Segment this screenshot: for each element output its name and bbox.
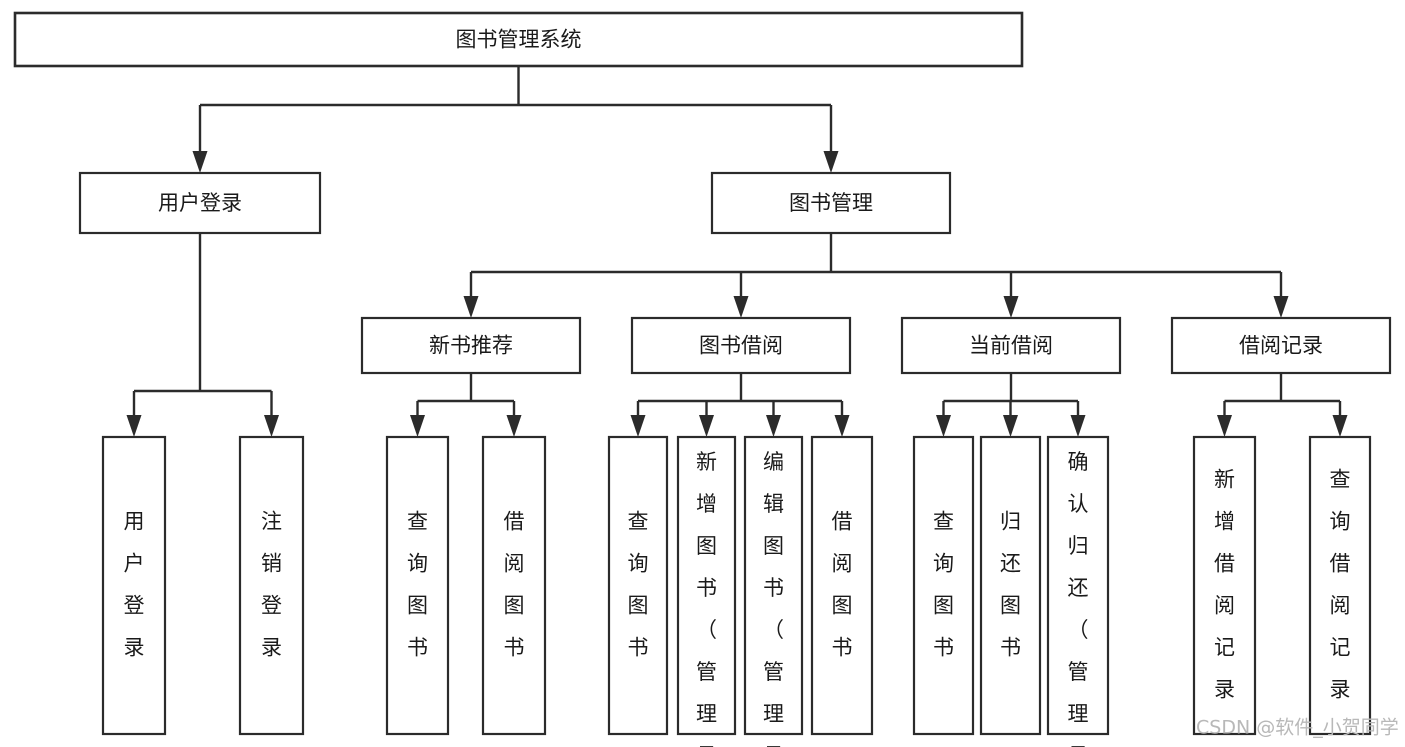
edge-arrowhead <box>410 415 425 437</box>
node-box[interactable] <box>900 316 1122 375</box>
edge-arrowhead <box>823 151 839 173</box>
edge-arrowhead <box>264 415 279 437</box>
node-newbook[interactable]: 新书推荐 <box>360 316 582 375</box>
edge-arrowhead <box>1332 415 1348 437</box>
edge-arrowhead <box>1003 415 1018 437</box>
node-label: 查询借阅记录 <box>1330 468 1351 702</box>
node-label: 查询图书 <box>933 510 954 660</box>
node-label: 当前借阅 <box>969 334 1053 358</box>
edge-arrowhead <box>192 151 208 173</box>
edge-arrowhead <box>463 296 479 318</box>
node-box[interactable] <box>78 171 322 235</box>
node-leaf-10[interactable]: 归还图书 <box>979 435 1042 736</box>
node-box[interactable] <box>13 11 1024 68</box>
node-leaf-2[interactable]: 注销登录 <box>238 435 305 736</box>
node-box[interactable] <box>385 435 450 736</box>
node-label: 注销登录 <box>261 510 282 660</box>
node-box[interactable] <box>360 316 582 375</box>
node-label: 图书管理系统 <box>456 28 582 52</box>
edge-arrowhead <box>834 415 850 437</box>
node-label: 借阅记录 <box>1239 334 1323 358</box>
node-label: 归还图书 <box>1000 510 1021 660</box>
node-box[interactable] <box>710 171 952 235</box>
node-label: 新增借阅记录 <box>1214 468 1235 702</box>
node-box[interactable] <box>481 435 547 736</box>
node-label: 图书管理 <box>789 191 873 215</box>
node-root[interactable]: 图书管理系统 <box>13 11 1024 68</box>
node-leaf-5[interactable]: 查询图书 <box>607 435 669 736</box>
node-leaf-12[interactable]: 新增借阅记录 <box>1192 435 1257 736</box>
node-box[interactable] <box>676 435 737 736</box>
edge-arrowhead <box>936 415 951 437</box>
edge-arrowhead <box>126 415 142 437</box>
node-box[interactable] <box>1046 435 1110 736</box>
node-box[interactable] <box>1192 435 1257 736</box>
node-box[interactable] <box>979 435 1042 736</box>
node-box[interactable] <box>1308 435 1372 736</box>
edge-arrowhead <box>1217 415 1232 437</box>
node-leaf-3[interactable]: 查询图书 <box>385 435 450 736</box>
edge-arrowhead <box>630 415 646 437</box>
csdn-watermark: CSDN @软件_小贺同学 <box>1196 717 1399 739</box>
edge-arrowhead <box>733 296 749 318</box>
node-leaf-4[interactable]: 借阅图书 <box>481 435 547 736</box>
node-leaf-1[interactable]: 用户登录 <box>101 435 167 736</box>
edge-arrowhead <box>1070 415 1086 437</box>
node-label: 借阅图书 <box>832 510 853 660</box>
node-label: 用户登录 <box>124 510 145 660</box>
node-label: 借阅图书 <box>504 510 525 660</box>
connectors-layer <box>126 66 1348 437</box>
node-leaf-6[interactable]: 新增图书（管理员） <box>676 435 737 747</box>
node-box[interactable] <box>238 435 305 736</box>
node-borrow[interactable]: 图书借阅 <box>630 316 852 375</box>
edge-arrowhead <box>1273 296 1289 318</box>
node-record[interactable]: 借阅记录 <box>1170 316 1392 375</box>
node-label: 确认归还（管理员） <box>1068 450 1089 747</box>
node-box[interactable] <box>607 435 669 736</box>
node-label: 用户登录 <box>158 191 242 215</box>
node-box[interactable] <box>101 435 167 736</box>
edge-arrowhead <box>506 415 522 437</box>
node-label: 查询图书 <box>628 510 649 660</box>
node-login[interactable]: 用户登录 <box>78 171 322 235</box>
node-current[interactable]: 当前借阅 <box>900 316 1122 375</box>
node-box[interactable] <box>912 435 975 736</box>
node-label: 新增图书（管理员） <box>696 450 717 747</box>
node-leaf-7[interactable]: 编辑图书（管理员） <box>743 435 804 747</box>
node-box[interactable] <box>810 435 874 736</box>
node-label: 新书推荐 <box>429 334 513 358</box>
node-leaf-11[interactable]: 确认归还（管理员） <box>1046 435 1110 747</box>
edge-arrowhead <box>766 415 781 437</box>
node-box[interactable] <box>743 435 804 736</box>
node-label: 查询图书 <box>407 510 428 660</box>
boxes-layer: 图书管理系统用户登录图书管理新书推荐图书借阅当前借阅借阅记录用户登录注销登录查询… <box>13 11 1392 747</box>
node-leaf-13[interactable]: 查询借阅记录 <box>1308 435 1372 736</box>
node-box[interactable] <box>1170 316 1392 375</box>
node-leaf-9[interactable]: 查询图书 <box>912 435 975 736</box>
node-label: 图书借阅 <box>699 334 783 358</box>
node-bookmgmt[interactable]: 图书管理 <box>710 171 952 235</box>
node-box[interactable] <box>630 316 852 375</box>
edge-arrowhead <box>1003 296 1019 318</box>
edge-arrowhead <box>699 415 714 437</box>
node-leaf-8[interactable]: 借阅图书 <box>810 435 874 736</box>
node-label: 编辑图书（管理员） <box>763 450 784 747</box>
